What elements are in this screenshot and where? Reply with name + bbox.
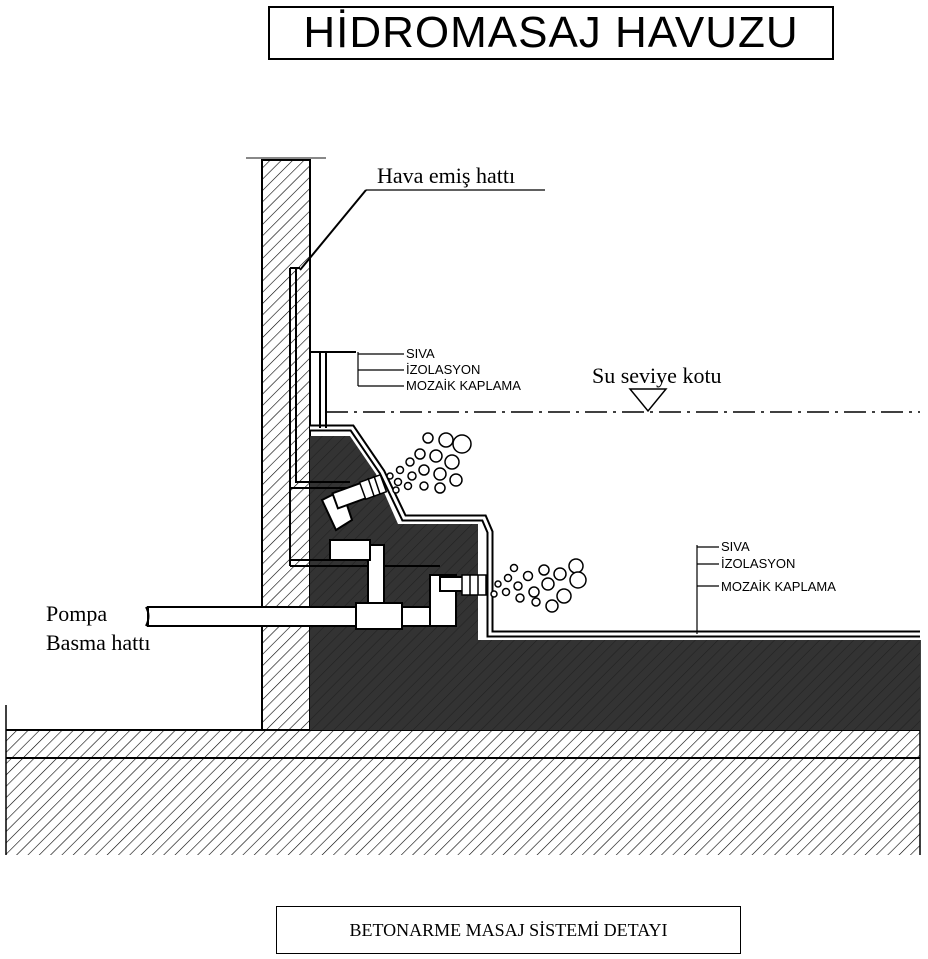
callout-leaders <box>357 189 719 634</box>
water-level-label: Su seviye kotu <box>592 363 722 388</box>
ground-section <box>5 640 921 855</box>
air-line-label: Hava emiş hattı <box>377 163 515 188</box>
wall-layer-mosaic: MOZAİK KAPLAMA <box>406 378 521 393</box>
wall-layer-insulation: İZOLASYON <box>406 362 480 377</box>
concrete-fill <box>310 436 920 730</box>
pump-label: Pompa <box>46 601 107 626</box>
floor-layer-mosaic: MOZAİK KAPLAMA <box>721 579 836 594</box>
jet-nozzle-lower <box>461 574 487 596</box>
detail-caption: BETONARME MASAJ SİSTEMİ DETAYI <box>276 906 741 954</box>
finish-layers <box>310 351 920 638</box>
air-bubbles-lower <box>490 558 587 613</box>
floor-layer-insulation: İZOLASYON <box>721 556 795 571</box>
discharge-label: Basma hattı <box>46 630 150 655</box>
pump-pipe <box>145 478 471 630</box>
concrete-wall <box>246 157 326 731</box>
water-level-line <box>326 388 920 413</box>
drawing-title: HİDROMASAJ HAVUZU <box>268 6 834 60</box>
wall-layer-plaster: SIVA <box>406 346 435 361</box>
air-bubbles-upper <box>386 432 472 494</box>
floor-layer-plaster: SIVA <box>721 539 750 554</box>
jet-nozzle-upper <box>358 473 388 501</box>
air-suction-pipe <box>289 189 440 567</box>
